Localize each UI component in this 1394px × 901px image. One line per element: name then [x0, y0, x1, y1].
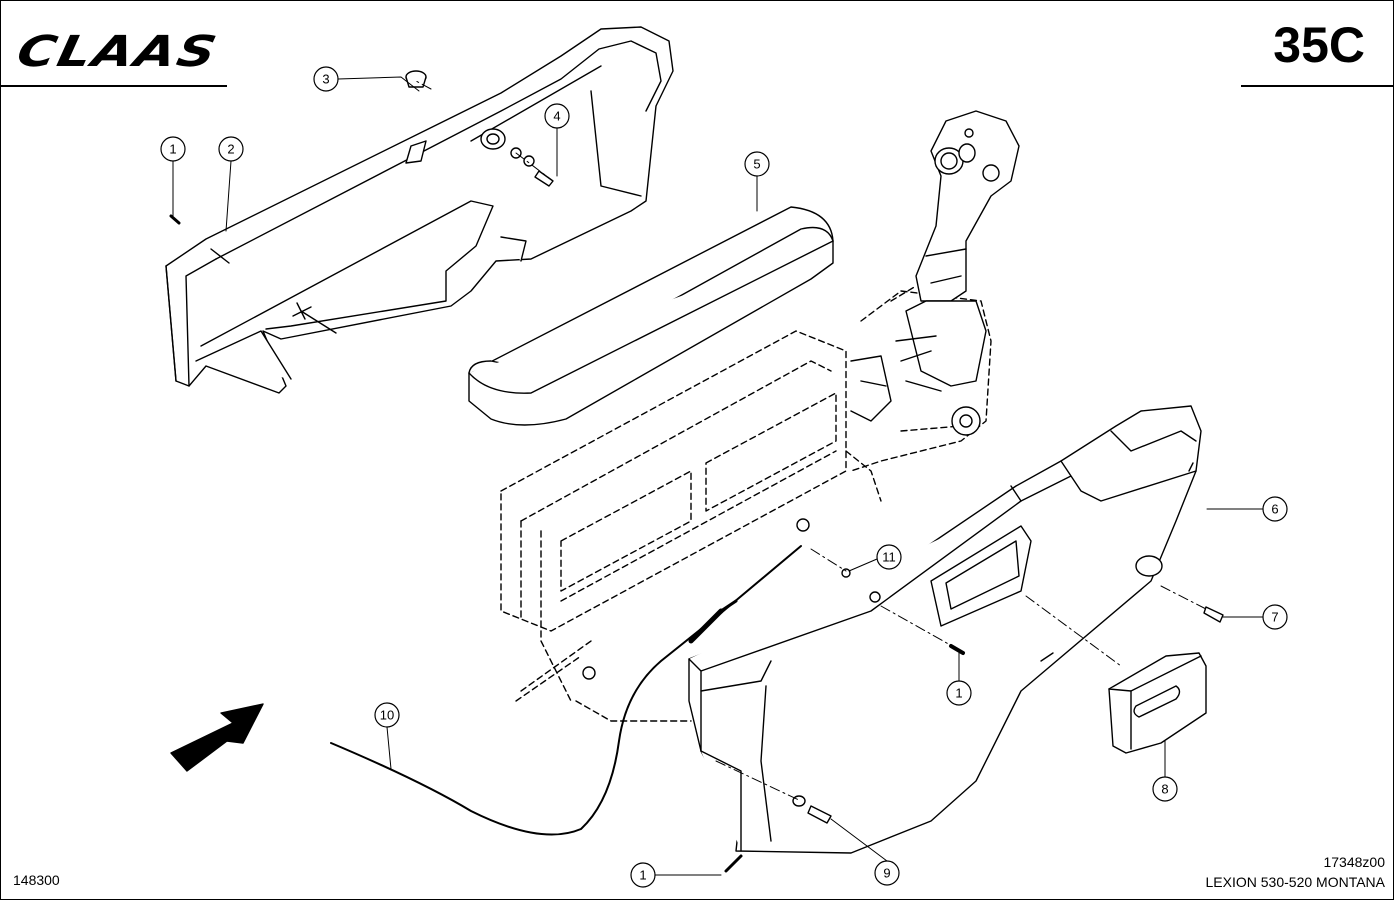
fasteners — [169, 70, 1224, 873]
callouts: 1 2 3 4 5 6 7 — [160, 66, 1288, 888]
right-side-cover — [688, 405, 1202, 854]
callout-9: 9 — [874, 860, 900, 886]
header-rule-left — [1, 85, 227, 87]
callout-label: 2 — [227, 142, 234, 157]
callout-1-top-left: 1 — [160, 136, 186, 162]
shift-cable — [330, 545, 802, 836]
storage-tray — [1108, 652, 1207, 754]
callout-label: 11 — [882, 550, 896, 565]
callout-label: 4 — [553, 109, 560, 124]
console-frame — [500, 285, 992, 722]
callout-2: 2 — [218, 136, 244, 162]
callout-8: 8 — [1152, 776, 1178, 802]
callout-label: 3 — [322, 72, 329, 87]
callout-label: 1 — [639, 868, 646, 883]
callout-1-bottom: 1 — [630, 862, 656, 888]
header-rule-right — [1241, 85, 1393, 87]
callout-label: 9 — [883, 866, 890, 881]
leader-lines — [172, 76, 1264, 876]
callout-3: 3 — [313, 66, 339, 92]
footer-info: 17348z00 LEXION 530-520 MONTANA — [1206, 852, 1385, 892]
callout-1-right: 1 — [946, 680, 972, 706]
callout-label: 10 — [380, 708, 394, 723]
callout-11: 11 — [876, 544, 902, 570]
page-number: 35C — [1273, 17, 1365, 73]
assembly-lines — [415, 80, 1207, 802]
armrest-pad — [468, 206, 834, 426]
callout-label: 6 — [1271, 502, 1278, 517]
drawing-reference: 148300 — [13, 872, 60, 888]
callout-label: 1 — [169, 142, 176, 157]
callout-label: 1 — [955, 686, 962, 701]
callout-label: 5 — [753, 157, 760, 172]
callout-7: 7 — [1262, 604, 1288, 630]
callout-label: 7 — [1271, 610, 1278, 625]
figure-code: 17348z00 — [1323, 854, 1385, 870]
callout-4: 4 — [544, 103, 570, 129]
model-name: LEXION 530-520 MONTANA — [1205, 874, 1385, 890]
callout-6: 6 — [1262, 496, 1288, 522]
control-lever — [850, 110, 1020, 436]
front-direction-arrow-icon — [170, 703, 264, 772]
callout-5: 5 — [744, 151, 770, 177]
callout-label: 8 — [1161, 782, 1168, 797]
callout-10: 10 — [374, 702, 400, 728]
